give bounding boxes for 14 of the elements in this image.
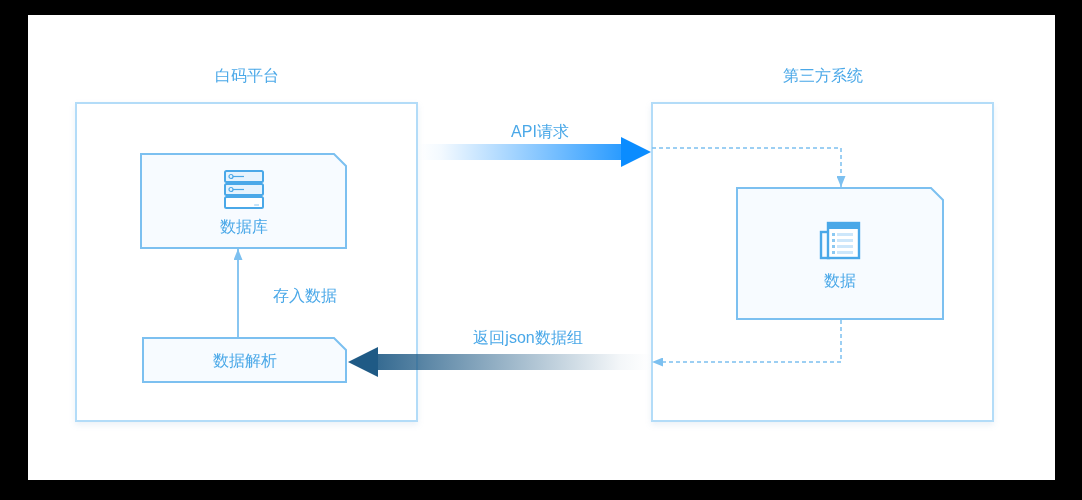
dashed-arrow (651, 147, 846, 188)
edge-label: API请求 (511, 122, 569, 142)
dashed-arrow (651, 319, 842, 367)
arrow (233, 248, 243, 338)
document-box (140, 153, 347, 249)
document-box (736, 187, 944, 320)
node-label: 数据 (824, 271, 856, 291)
panel-title: 白码平台 (214, 66, 279, 86)
panel-title: 第三方系统 (782, 66, 863, 86)
node-label: 数据解析 (212, 351, 277, 371)
document-box (142, 337, 347, 383)
edge-label: 存入数据 (273, 286, 337, 306)
edge-label: 返回json数据组 (473, 328, 583, 348)
node-label: 数据库 (219, 217, 268, 237)
